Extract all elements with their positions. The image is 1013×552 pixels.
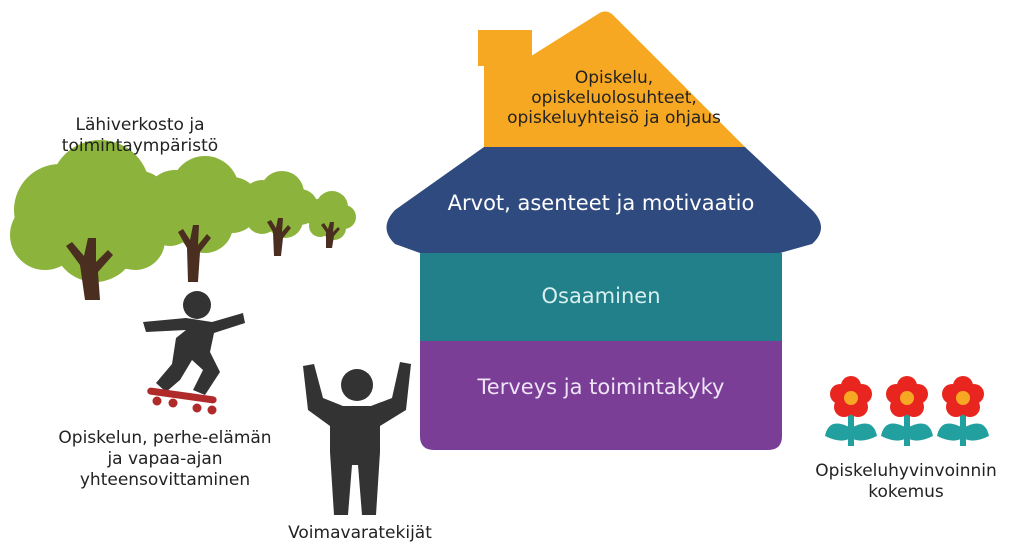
health-label: Terveys ja toimintakyky [477, 375, 725, 399]
person-arms-raised-icon [303, 362, 411, 515]
skateboarder-icon [143, 291, 245, 415]
flowers-group [825, 376, 989, 446]
balance-label-line: Opiskelun, perhe-elämän [58, 428, 272, 448]
network-label-line: toimintaympäristö [61, 136, 219, 156]
wellbeing-label-line: kokemus [868, 482, 944, 502]
flower-icon [881, 376, 933, 446]
network-label-line: Lähiverkosto ja [75, 115, 205, 135]
wellbeing-label: Opiskeluhyvinvoinnin kokemus [806, 461, 1006, 503]
flower-icon [937, 376, 989, 446]
wellbeing-label-line: Opiskeluhyvinvoinnin [815, 461, 997, 481]
flower-icon [825, 376, 877, 446]
competence-label: Osaaminen [541, 284, 661, 308]
tree-icon [145, 156, 260, 282]
roof-label-line: opiskeluolosuhteet, [531, 88, 697, 108]
trees-group [10, 140, 356, 300]
balance-label-line: ja vapaa-ajan [107, 449, 223, 469]
balance-label-line: yhteensovittaminen [79, 470, 251, 490]
roof-label: Opiskelu, opiskeluolosuhteet, opiskeluyh… [484, 68, 744, 128]
resources-label: Voimavaratekijät [288, 523, 432, 543]
tree-icon [304, 191, 356, 248]
tree-icon [10, 140, 175, 300]
roof-label-line: opiskeluyhteisö ja ohjaus [507, 108, 721, 128]
roof-label-line: Opiskelu, [574, 68, 654, 88]
house [386, 11, 821, 450]
balance-label: Opiskelun, perhe-elämän ja vapaa-ajan yh… [50, 428, 280, 491]
network-label: Lähiverkosto ja toimintaympäristö [40, 115, 240, 157]
values-label: Arvot, asenteet ja motivaatio [447, 191, 755, 215]
